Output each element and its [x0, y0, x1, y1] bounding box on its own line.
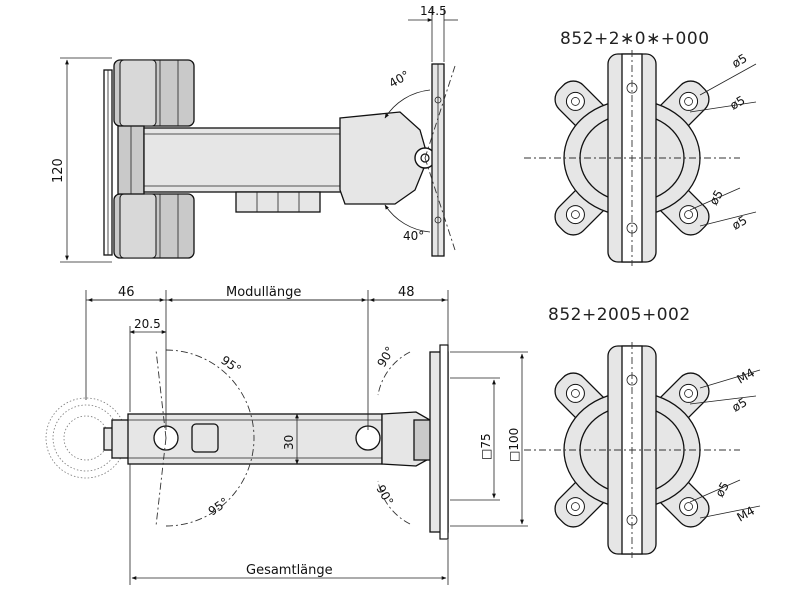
- dim-30: 30: [282, 435, 296, 450]
- top-side-view: [60, 8, 458, 263]
- angle-90-top: 90°: [374, 344, 397, 369]
- plate-bottom-label-4: M4: [735, 503, 758, 524]
- dim-gesamtlaenge: Gesamtlänge: [246, 563, 333, 578]
- vesa-plate-bottom: [524, 342, 740, 558]
- angle-bottom: 40°: [403, 229, 424, 243]
- angle-top: 40°: [387, 68, 412, 91]
- dim-14-5: 14.5: [420, 4, 447, 18]
- vesa-plate-top: [524, 50, 740, 266]
- angle-90-bottom: 90°: [373, 483, 396, 508]
- plate-top-label-4: ø5: [730, 213, 750, 233]
- plate-bottom-label-3: ø5: [712, 480, 732, 500]
- plate-top-label-1: ø5: [730, 51, 750, 71]
- arm-plan: [127, 413, 383, 465]
- dim-20-5: 20.5: [134, 317, 161, 331]
- dim-100: □100: [507, 428, 521, 462]
- angle-95-top: 95°: [218, 353, 243, 377]
- plate-top-label-2: ø5: [728, 93, 748, 113]
- dim-modullaenge: Modullänge: [226, 285, 301, 300]
- plate-bottom-label-2: ø5: [730, 395, 750, 415]
- bottom-plan-view: [45, 290, 528, 585]
- plate-top-title: 852+2∗0∗+000: [560, 29, 710, 49]
- dim-48: 48: [398, 285, 415, 300]
- dim-75: □75: [479, 433, 493, 460]
- head-joint: [339, 111, 429, 205]
- plate-bottom-title: 852+2005+002: [548, 305, 691, 325]
- dim-120: 120: [51, 158, 66, 183]
- plate-bottom-label-1: M4: [735, 365, 758, 386]
- plate-top-label-3: ø5: [706, 188, 726, 208]
- dim-46: 46: [118, 285, 135, 300]
